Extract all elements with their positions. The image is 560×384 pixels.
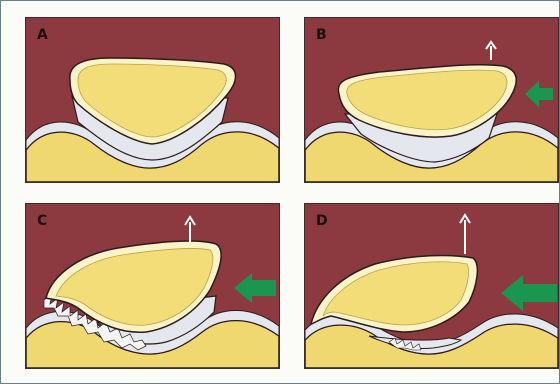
panel-label: B [316, 27, 327, 43]
panel-c: C [25, 203, 280, 369]
panel-a-illustration [26, 18, 279, 182]
panel-b-illustration [305, 18, 558, 182]
panel-c-illustration [26, 204, 279, 368]
panel-label: D [316, 213, 328, 229]
panel-label: A [37, 27, 48, 43]
panel-d-illustration [305, 204, 558, 368]
panel-b: B [304, 17, 559, 183]
panel-d: D [304, 203, 559, 369]
panel-a: A [25, 17, 280, 183]
panel-label: C [37, 213, 47, 229]
